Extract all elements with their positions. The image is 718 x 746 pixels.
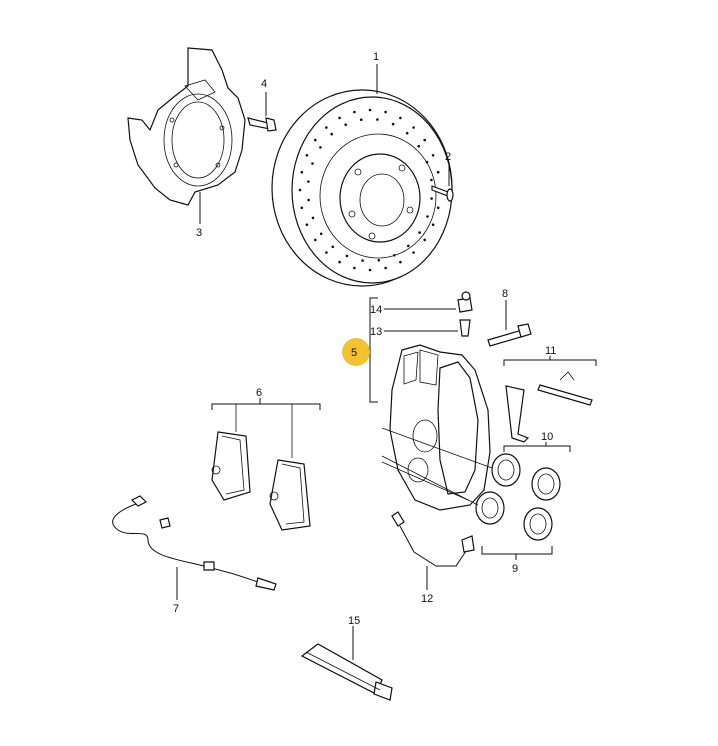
callout-1: 1	[373, 51, 379, 63]
drill-hole	[399, 260, 402, 264]
brake-pad-inner	[211, 431, 251, 501]
drill-hole	[399, 116, 402, 120]
drill-hole	[430, 178, 433, 182]
drill-hole	[359, 118, 363, 121]
drill-hole	[345, 254, 349, 258]
drill-hole	[431, 154, 435, 157]
brake-line	[391, 511, 475, 567]
callout-12: 12	[421, 593, 433, 605]
drill-hole	[307, 180, 310, 183]
drill-hole	[384, 266, 387, 270]
drill-hole	[391, 122, 395, 126]
drill-hole	[418, 231, 421, 234]
callout-14: 14	[370, 304, 382, 316]
caliper-pistons	[475, 491, 553, 541]
drill-hole	[384, 110, 387, 114]
callout-7: 7	[173, 603, 179, 615]
brake-caliper	[389, 344, 491, 511]
drill-hole	[376, 118, 379, 121]
drill-hole	[300, 206, 304, 210]
drill-hole	[311, 162, 314, 165]
drill-hole	[305, 154, 309, 157]
disc-drill-holes	[298, 108, 442, 272]
bleeder-valve	[457, 291, 473, 337]
drill-hole	[417, 144, 421, 148]
drill-hole	[325, 126, 328, 129]
callout-8: 8	[502, 288, 508, 300]
callout-10: 10	[541, 431, 553, 443]
drill-hole	[425, 160, 429, 164]
drill-hole	[430, 197, 433, 200]
drill-hole	[314, 138, 317, 142]
brake-disc	[271, 89, 453, 287]
drill-hole	[407, 244, 410, 248]
drill-hole	[412, 251, 415, 254]
drill-hole	[344, 123, 348, 126]
callout-11: 11	[545, 345, 556, 357]
drill-hole	[436, 170, 440, 174]
callout-2: 2	[445, 151, 451, 163]
grease-tube	[300, 643, 393, 701]
callout-9: 9	[512, 563, 518, 575]
drill-hole	[338, 116, 341, 120]
drill-hole	[307, 198, 310, 202]
pad-wear-sensor	[112, 495, 277, 591]
piston-seals	[491, 453, 561, 501]
drill-hole	[353, 266, 356, 270]
callout-6: 6	[256, 387, 262, 399]
brake-pad-outer	[269, 459, 311, 531]
callout-3: 3	[196, 227, 202, 239]
drill-hole	[431, 223, 435, 226]
callout-4: 4	[261, 78, 267, 90]
drill-hole	[331, 245, 335, 249]
drill-hole	[412, 126, 415, 129]
shield-bolt	[247, 117, 277, 132]
drill-hole	[423, 238, 427, 242]
drill-hole	[319, 232, 323, 236]
drill-hole	[325, 251, 328, 254]
drill-hole	[319, 146, 322, 149]
pad-retaining-pins	[505, 371, 593, 443]
drill-hole	[330, 132, 334, 136]
splash-shield	[127, 47, 246, 206]
drill-hole	[300, 170, 304, 174]
drill-hole	[311, 216, 315, 220]
drill-hole	[423, 138, 427, 142]
caliper-bolt	[487, 323, 532, 347]
disc-screw	[431, 185, 454, 202]
drill-hole	[314, 238, 317, 242]
drill-hole	[368, 268, 372, 272]
drill-hole	[368, 108, 372, 112]
drill-hole	[353, 110, 356, 114]
callout-5-highlight[interactable]	[342, 338, 370, 366]
drill-hole	[361, 259, 364, 262]
callout-15: 15	[348, 615, 360, 627]
drill-hole	[405, 131, 409, 135]
drill-hole	[393, 254, 396, 257]
drill-hole	[377, 259, 381, 262]
drill-hole	[436, 206, 440, 210]
drill-hole	[305, 223, 309, 226]
drill-hole	[426, 215, 429, 218]
callout-13: 13	[370, 326, 382, 338]
callout-5[interactable]: 5	[351, 347, 357, 359]
drill-hole	[338, 260, 341, 264]
drill-hole	[298, 188, 302, 192]
